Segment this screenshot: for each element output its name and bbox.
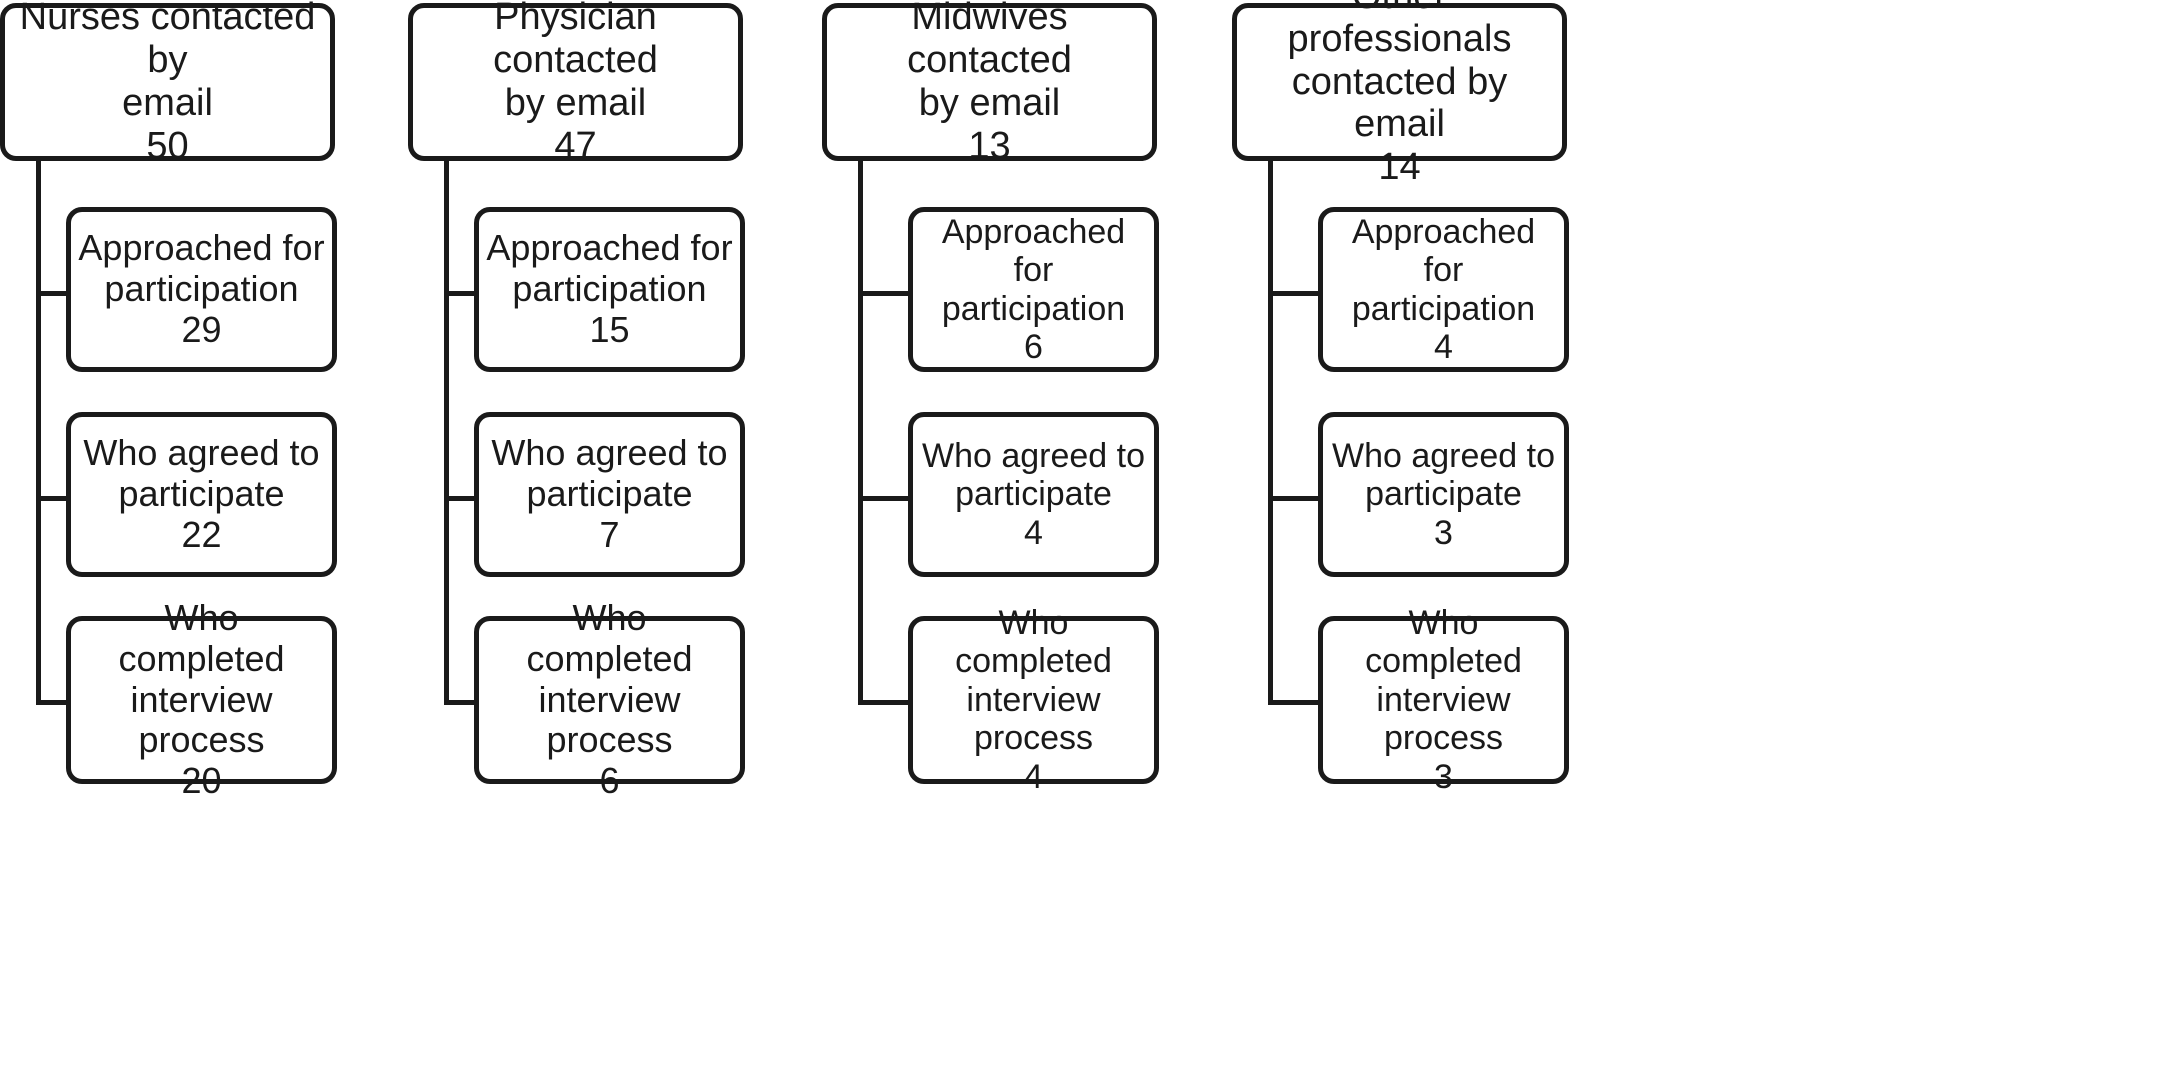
node-label: Physician contacted by email — [493, 0, 658, 124]
node-count: 20 — [181, 760, 222, 802]
node-completed-physicians[interactable]: Who completed interview process 6 — [474, 598, 745, 801]
node-count: 4 — [1024, 513, 1043, 552]
connector-stub — [1268, 496, 1323, 501]
node-label: Who agreed to participate — [921, 436, 1146, 514]
flow-column-midwives: Midwives contacted by email 13 Approache… — [822, 0, 1162, 1086]
node-label: Who completed interview process — [955, 603, 1112, 758]
node-agreed-physicians[interactable]: Who agreed to participate 7 — [474, 412, 745, 577]
node-completed-midwives[interactable]: Who completed interview process 4 — [908, 604, 1159, 796]
node-count: 4 — [1434, 327, 1453, 366]
node-label: Who completed interview process — [526, 597, 693, 761]
flow-column-physicians: Physician contacted by email 47 Approach… — [408, 0, 748, 1086]
connector-stub — [1268, 700, 1323, 705]
node-count: 22 — [181, 513, 222, 555]
node-count: 29 — [181, 308, 222, 350]
node-completed-nurses[interactable]: Who completed interview process 20 — [66, 598, 337, 801]
flow-column-nurses: Nurses contacted by email 50 Approached … — [0, 0, 340, 1086]
node-label: Who agreed to participate — [83, 432, 320, 515]
node-approached-nurses[interactable]: Approached for participation 29 — [66, 207, 337, 372]
connector-stub — [444, 496, 479, 501]
connector-rail — [36, 160, 41, 705]
connector-stub — [36, 291, 71, 296]
node-label: Who completed interview process — [118, 597, 285, 761]
node-count: 47 — [554, 124, 597, 167]
node-approached-midwives[interactable]: Approached for participation 6 — [908, 207, 1159, 372]
node-completed-other-professionals[interactable]: Who completed interview process 3 — [1318, 604, 1569, 796]
connector-stub — [36, 496, 71, 501]
node-label: Who completed interview process — [1365, 603, 1522, 758]
connector-stub — [1268, 291, 1323, 296]
node-approached-other-professionals[interactable]: Approached for participation 4 — [1318, 207, 1569, 372]
node-root-physicians[interactable]: Physician contacted by email 47 — [408, 0, 743, 167]
node-count: 7 — [599, 513, 620, 555]
node-count: 3 — [1434, 757, 1453, 796]
node-root-midwives[interactable]: Midwives contacted by email 13 — [822, 0, 1157, 167]
node-agreed-other-professionals[interactable]: Who agreed to participate 3 — [1318, 412, 1569, 577]
connector-rail — [858, 160, 863, 705]
connector-stub — [858, 496, 913, 501]
node-approached-physicians[interactable]: Approached for participation 15 — [474, 207, 745, 372]
node-label: Nurses contacted by email — [19, 0, 316, 124]
connector-stub — [36, 700, 71, 705]
node-label: Who agreed to participate — [1331, 436, 1556, 514]
node-count: 13 — [968, 124, 1011, 167]
connector-stub — [444, 700, 479, 705]
node-label: Approached for participation — [941, 212, 1126, 328]
node-count: 14 — [1378, 146, 1421, 189]
connector-rail — [444, 160, 449, 705]
node-count: 6 — [599, 760, 620, 802]
node-root-nurses[interactable]: Nurses contacted by email 50 — [0, 0, 335, 167]
connector-stub — [858, 291, 913, 296]
node-count: 15 — [589, 308, 630, 350]
node-label: Approached for participation — [486, 227, 733, 310]
node-agreed-midwives[interactable]: Who agreed to participate 4 — [908, 412, 1159, 577]
node-label: Approached for participation — [1351, 212, 1536, 328]
node-label: Who agreed to participate — [491, 432, 728, 515]
connector-stub — [858, 700, 913, 705]
connector-stub — [444, 291, 479, 296]
node-label: Midwives contacted by email — [907, 0, 1072, 124]
node-label: Approached for participation — [78, 227, 325, 310]
node-label: Other professionals contacted by email — [1287, 0, 1512, 146]
node-root-other-professionals[interactable]: Other professionals contacted by email 1… — [1232, 0, 1567, 188]
node-count: 4 — [1024, 757, 1043, 796]
node-agreed-nurses[interactable]: Who agreed to participate 22 — [66, 412, 337, 577]
flow-column-other-professionals: Other professionals contacted by email 1… — [1232, 0, 1572, 1086]
node-count: 50 — [146, 124, 189, 167]
node-count: 3 — [1434, 513, 1453, 552]
connector-rail — [1268, 160, 1273, 705]
node-count: 6 — [1024, 327, 1043, 366]
